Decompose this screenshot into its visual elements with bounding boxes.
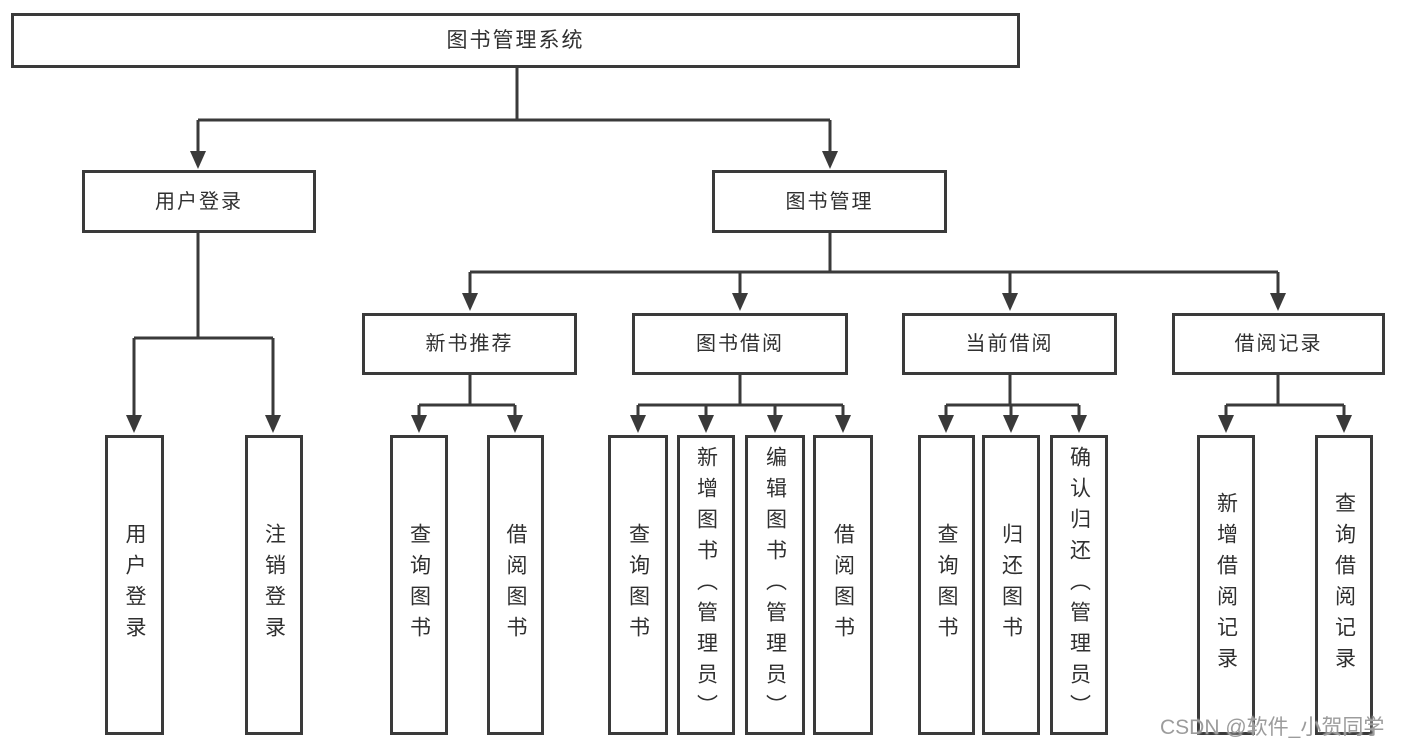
arrowhead-icon bbox=[732, 293, 748, 311]
arrowhead-icon bbox=[462, 293, 478, 311]
node-book-management-system: 图书管理系统 bbox=[11, 13, 1020, 68]
leaf-return-books: 归还图书 bbox=[982, 435, 1040, 735]
leaf-borrow-books: 借阅图书 bbox=[813, 435, 873, 735]
arrowhead-icon bbox=[767, 415, 783, 433]
arrowhead-icon bbox=[822, 151, 838, 169]
node-new-book-recommend: 新书推荐 bbox=[362, 313, 577, 375]
arrowhead-icon bbox=[1270, 293, 1286, 311]
leaf-query-books-borrow: 查询图书 bbox=[608, 435, 668, 735]
node-user-login: 用户登录 bbox=[82, 170, 316, 233]
arrowhead-icon bbox=[1218, 415, 1234, 433]
leaf-borrow-books-recommend: 借阅图书 bbox=[487, 435, 544, 735]
leaf-logout: 注销登录 bbox=[245, 435, 303, 735]
arrowhead-icon bbox=[1071, 415, 1087, 433]
leaf-query-books-recommend: 查询图书 bbox=[390, 435, 448, 735]
node-book-borrow: 图书借阅 bbox=[632, 313, 848, 375]
leaf-add-borrow-record: 新增借阅记录 bbox=[1197, 435, 1255, 735]
node-current-borrow: 当前借阅 bbox=[902, 313, 1117, 375]
watermark: CSDN @软件_小贺同学 bbox=[1160, 716, 1385, 739]
arrowhead-icon bbox=[1336, 415, 1352, 433]
arrowhead-icons bbox=[126, 151, 1352, 433]
arrowhead-icon bbox=[265, 415, 281, 433]
leaf-query-borrow-record: 查询借阅记录 bbox=[1315, 435, 1373, 735]
arrowhead-icon bbox=[1002, 293, 1018, 311]
leaf-confirm-return-admin: 确认归还（管理员） bbox=[1050, 435, 1108, 735]
leaf-query-books-current: 查询图书 bbox=[918, 435, 975, 735]
leaf-edit-books-admin: 编辑图书（管理员） bbox=[745, 435, 805, 735]
arrowhead-icon bbox=[938, 415, 954, 433]
arrowhead-icon bbox=[630, 415, 646, 433]
arrowhead-icon bbox=[190, 151, 206, 169]
leaf-user-login: 用户登录 bbox=[105, 435, 164, 735]
node-book-management: 图书管理 bbox=[712, 170, 947, 233]
arrowhead-icon bbox=[126, 415, 142, 433]
arrowhead-icon bbox=[507, 415, 523, 433]
tree-connector-path bbox=[132, 68, 1346, 421]
arrowhead-icon bbox=[1003, 415, 1019, 433]
arrowhead-icon bbox=[411, 415, 427, 433]
arrowhead-icon bbox=[698, 415, 714, 433]
leaf-add-books-admin: 新增图书（管理员） bbox=[677, 435, 735, 735]
node-borrow-records: 借阅记录 bbox=[1172, 313, 1385, 375]
arrowhead-icon bbox=[835, 415, 851, 433]
